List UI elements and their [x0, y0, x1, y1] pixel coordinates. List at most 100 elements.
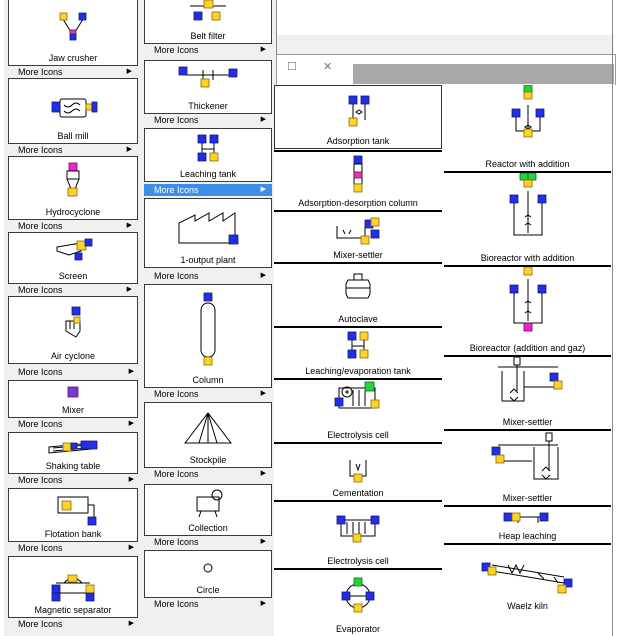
icon-shaking-table[interactable]: Shaking table [8, 432, 138, 474]
more-icons-menu[interactable]: More Icons▶ [144, 468, 272, 480]
mixer-settler-icon [336, 217, 380, 245]
more-icons-menu[interactable]: More Icons▶ [8, 144, 138, 156]
waelz-kiln-icon [481, 562, 572, 594]
icon-bioreactor-addition-gaz[interactable]: Bioreactor (addition and gaz) [444, 267, 611, 355]
icon-magnetic-separator[interactable]: Magnetic separator [8, 556, 138, 618]
shaking-table-icon [48, 440, 98, 454]
belt-filter-icon [190, 0, 226, 21]
more-icons-menu[interactable]: More Icons▶ [144, 44, 272, 56]
more-icons-menu[interactable]: More Icons▶ [144, 388, 272, 400]
icon-air-cyclone[interactable]: Air cyclone [8, 296, 138, 364]
icon-reactor-with-addition[interactable]: Reactor with addition [444, 85, 611, 171]
icon-jaw-crusher[interactable]: Jaw crusher [8, 0, 138, 66]
icon-leaching-tank[interactable]: Leaching tank [144, 128, 272, 182]
item-label: Evaporator [335, 624, 381, 634]
dialog-right-border [612, 0, 613, 636]
hydrocyclone-icon [66, 162, 80, 197]
icon-mixer[interactable]: Mixer [8, 380, 138, 418]
more-icons-menu[interactable]: More Icons▶ [8, 618, 140, 630]
icon-autoclave[interactable]: Autoclave [274, 264, 442, 326]
more-icons-menu[interactable]: More Icons▶ [8, 284, 138, 296]
item-label: Bioreactor (addition and gaz) [469, 343, 586, 353]
item-label: Screen [58, 271, 88, 281]
icon-adsorption-tank[interactable]: Adsorption tank [274, 85, 442, 149]
row-separator [444, 265, 611, 267]
more-icons-menu[interactable]: More Icons▶ [8, 542, 140, 554]
icon-screen[interactable]: Screen [8, 232, 138, 284]
reactor-with-addition-icon [511, 85, 544, 138]
more-icons-menu[interactable]: More Icons▶ [144, 598, 272, 610]
icon-mixer-settler-3[interactable]: Mixer-settler [444, 431, 611, 505]
dialog-gray-band [353, 64, 614, 84]
icon-electrolysis-cell-1[interactable]: Electrolysis cell [274, 380, 442, 442]
mixer-settler-icon [497, 357, 562, 402]
mixer-icon [67, 386, 79, 398]
icon-waelz-kiln[interactable]: Waelz kiln [444, 545, 611, 613]
circle-icon [203, 563, 213, 573]
more-icons-menu-selected[interactable]: More Icons▶ [144, 184, 272, 196]
icon-collection[interactable]: Collection [144, 484, 272, 536]
bioreactor-addition-gaz-icon [509, 267, 546, 332]
icon-mixer-settler-1[interactable]: Mixer-settler [274, 212, 442, 262]
item-label: Ball mill [57, 131, 89, 141]
icon-heap-leaching[interactable]: Heap leaching [444, 507, 611, 543]
item-label: Circle [196, 585, 220, 595]
heap-leaching-icon [503, 512, 548, 523]
item-label: Magnetic separator [34, 605, 112, 615]
collection-icon [196, 489, 223, 518]
item-label: Reactor with addition [485, 159, 570, 169]
row-separator [444, 429, 611, 431]
more-icons-menu[interactable]: More Icons▶ [8, 220, 138, 232]
item-label: Bioreactor with addition [480, 253, 575, 263]
adsorption-desorption-column-icon [353, 155, 363, 193]
more-icons-menu[interactable]: More Icons▶ [8, 418, 140, 430]
one-output-plant-icon [178, 212, 239, 245]
row-separator [274, 326, 442, 328]
leaching-evaporation-tank-icon [347, 331, 369, 359]
icon-flotation-bank[interactable]: Flotation bank [8, 488, 138, 542]
more-icons-menu[interactable]: More Icons▶ [144, 270, 272, 282]
row-separator [444, 505, 611, 507]
row-separator [444, 355, 611, 357]
autoclave-icon [345, 273, 371, 299]
item-label: Adsorption-desorption column [298, 198, 418, 208]
more-icons-menu[interactable]: More Icons▶ [144, 114, 272, 126]
item-label: Mixer-settler [333, 250, 383, 260]
item-label: Waelz kiln [507, 601, 548, 611]
more-icons-menu[interactable]: More Icons▶ [8, 474, 140, 486]
icon-circle[interactable]: Circle [144, 550, 272, 598]
icon-leaching-evaporation-tank[interactable]: Leaching/evaporation tank [274, 328, 442, 378]
icon-adsorption-desorption-column[interactable]: Adsorption-desorption column [274, 152, 442, 210]
stockpile-icon [183, 412, 233, 444]
icon-bioreactor-with-addition[interactable]: Bioreactor with addition [444, 173, 611, 265]
cementation-icon [349, 460, 367, 483]
evaporator-icon [341, 577, 375, 613]
window-top-strip [276, 0, 614, 36]
column-icon [200, 292, 216, 366]
more-icons-menu[interactable]: More Icons▶ [8, 66, 138, 78]
restore-button[interactable]: ☐ [287, 61, 297, 73]
icon-stockpile[interactable]: Stockpile [144, 402, 272, 468]
more-icons-menu[interactable]: More Icons▶ [144, 536, 272, 548]
icon-mixer-settler-2[interactable]: Mixer-settler [444, 357, 611, 429]
bioreactor-with-addition-icon [509, 173, 546, 236]
row-separator [274, 568, 442, 570]
icon-evaporator[interactable]: Evaporator [274, 570, 442, 636]
item-label: Flotation bank [44, 529, 102, 539]
icon-belt-filter[interactable]: Belt filter [144, 0, 272, 44]
row-separator [274, 150, 442, 152]
item-label: Column [192, 375, 224, 385]
more-icons-menu[interactable]: More Icons▶ [8, 366, 140, 378]
icon-1-output-plant[interactable]: 1-output plant [144, 198, 272, 268]
icon-hydrocyclone[interactable]: Hydrocyclone [8, 156, 138, 220]
row-separator [274, 442, 442, 444]
icon-cementation[interactable]: Cementation [274, 444, 442, 500]
icon-electrolysis-cell-2[interactable]: Electrolysis cell [274, 502, 442, 568]
row-separator [444, 171, 611, 173]
close-button[interactable]: ✕ [323, 61, 333, 73]
item-label: Mixer-settler [502, 493, 553, 503]
icon-ball-mill[interactable]: Ball mill [8, 78, 138, 144]
icon-thickener[interactable]: Thickener [144, 60, 272, 114]
item-label: Hydrocyclone [45, 207, 101, 217]
icon-column[interactable]: Column [144, 284, 272, 388]
